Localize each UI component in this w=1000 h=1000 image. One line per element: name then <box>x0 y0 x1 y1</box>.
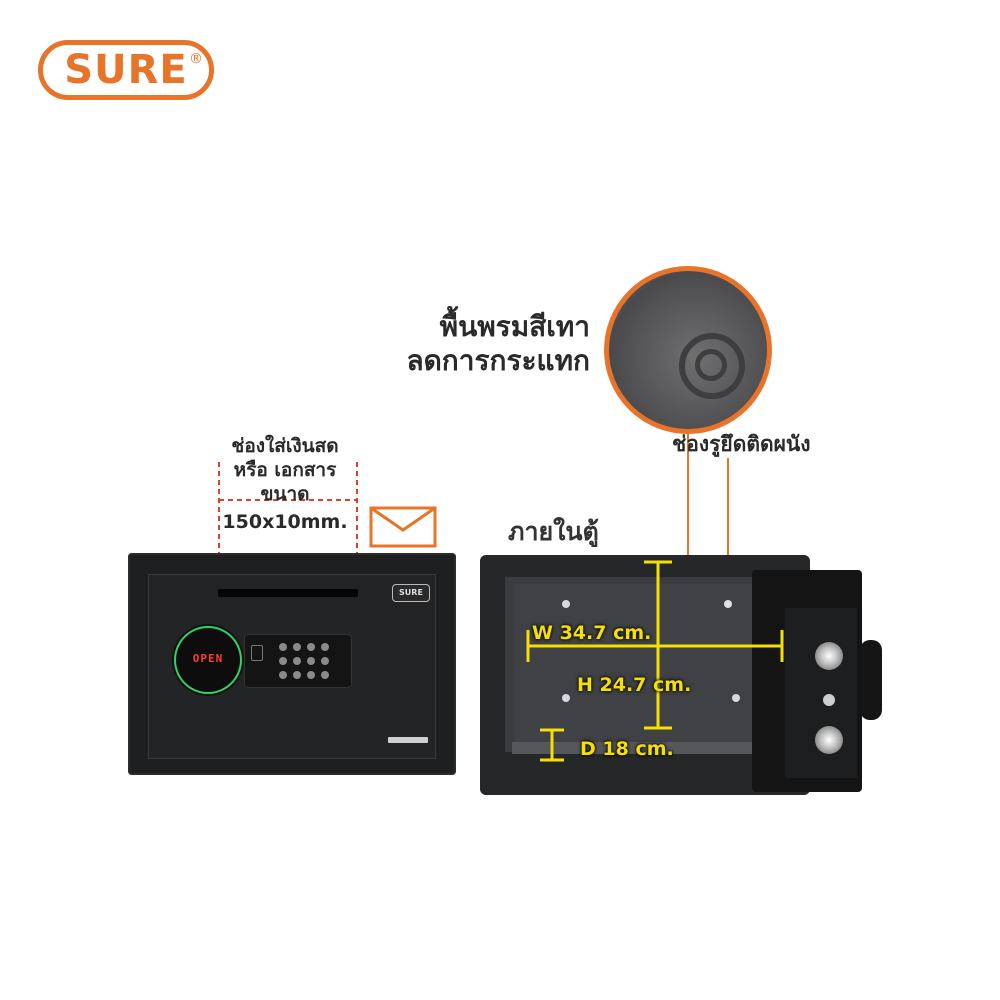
key <box>293 657 301 665</box>
door-handle <box>860 640 882 720</box>
carpet-label: พื้นพรมสีเทา ลดการกระแทก <box>330 310 590 378</box>
display-dial <box>176 628 240 692</box>
brand-logo: SURE ® <box>38 40 214 100</box>
key <box>279 643 287 651</box>
depth-label: D 18 cm. <box>580 738 674 760</box>
slot-label: ช่องใส่เงินสด หรือ เอกสาร ขนาด 150x10mm. <box>200 434 370 534</box>
carpet-label-line1: พื้นพรมสีเทา <box>439 310 590 343</box>
mount-hole <box>562 600 570 608</box>
keypad-sensor <box>251 645 263 661</box>
inside-label: ภายในตู้ <box>508 517 599 546</box>
mount-hole <box>562 694 570 702</box>
key <box>293 671 301 679</box>
brand-logo-text: SURE <box>64 47 188 93</box>
safe-interior-back <box>515 584 765 742</box>
key <box>321 643 329 651</box>
key <box>321 657 329 665</box>
mount-hole-highlight <box>724 600 732 608</box>
envelope-icon <box>369 506 437 548</box>
mount-hole <box>732 694 740 702</box>
safe-nameplate <box>388 737 428 743</box>
key <box>307 671 315 679</box>
carpet-label-line2: ลดการกระแทก <box>406 344 590 377</box>
bolt-knob-bottom <box>815 726 843 754</box>
carpet-roll-inner <box>695 349 727 381</box>
display-text: OPEN <box>192 652 224 665</box>
bolt-center <box>823 694 835 706</box>
key <box>307 643 315 651</box>
safe-badge: SURE <box>392 584 430 602</box>
width-label: W 34.7 cm. <box>532 622 652 644</box>
key <box>279 671 287 679</box>
carpet-roll-outer <box>679 333 745 399</box>
slot-label-line1: ช่องใส่เงินสด <box>231 435 339 457</box>
carpet-floor <box>512 742 770 754</box>
deposit-slot <box>218 589 358 597</box>
key <box>279 657 287 665</box>
mount-hole-label: ช่องรูยึดติดผนัง <box>672 432 811 456</box>
registered-mark: ® <box>189 51 203 67</box>
slot-label-line3: ขนาด <box>260 483 310 505</box>
key <box>307 657 315 665</box>
bolt-knob-top <box>815 642 843 670</box>
key <box>293 643 301 651</box>
key <box>321 671 329 679</box>
carpet-roll-icon <box>604 266 772 434</box>
slot-label-line2: หรือ เอกสาร <box>233 459 337 481</box>
keypad <box>244 634 352 688</box>
height-label: H 24.7 cm. <box>577 674 692 696</box>
slot-label-line4: 150x10mm. <box>222 511 348 533</box>
